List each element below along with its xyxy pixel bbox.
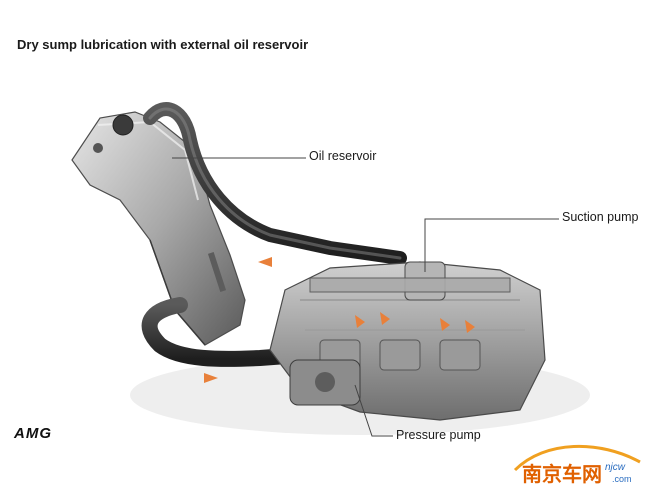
- watermark-text: 南京车网: [522, 462, 602, 486]
- watermark-swoosh: [513, 445, 641, 472]
- label-oil-reservoir: Oil reservoir: [309, 149, 377, 163]
- oil-reservoir-tank: [71, 111, 246, 346]
- amg-logo: AMG: [14, 425, 52, 442]
- oil-flow-arrows: [204, 257, 475, 383]
- feed-pipe: [141, 297, 308, 367]
- watermark-domain: .com: [612, 474, 632, 484]
- watermark-sub: njcw: [605, 462, 626, 473]
- reservoir-cap: [112, 114, 134, 136]
- diagram-title: Dry sump lubrication with external oil r…: [17, 37, 309, 52]
- label-pressure-pump: Pressure pump: [396, 428, 481, 442]
- label-suction-pump: Suction pump: [562, 210, 639, 224]
- leader-suction-pump: [424, 218, 559, 272]
- leader-pressure-pump: [354, 384, 393, 437]
